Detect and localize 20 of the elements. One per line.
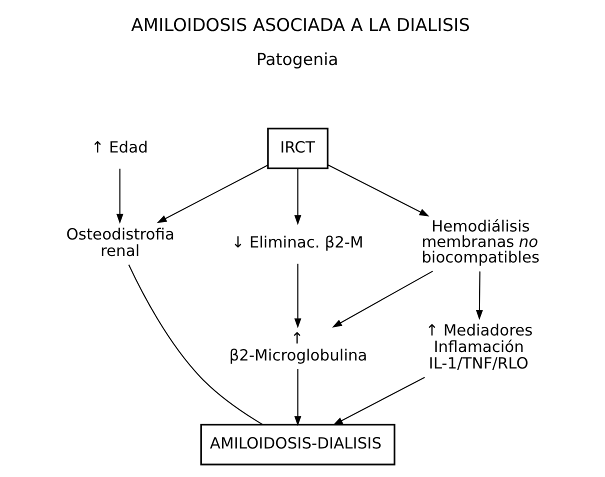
node-box: IRCT [267, 128, 328, 170]
node-text: ↑ β2-Microglobulina [229, 330, 368, 364]
node-text: ↑ Edad [91, 138, 148, 157]
arrow [116, 168, 124, 224]
arrow [294, 369, 302, 426]
diagram-title: AMILOIDOSIS ASOCIADA A LA DIALISIS [131, 16, 470, 36]
label: Patogenia [256, 50, 338, 69]
node-text: ↑ Mediadores Inflamación IL-1/TNF/RLO [425, 321, 533, 373]
arrow [476, 271, 483, 320]
arrow [328, 164, 430, 216]
arrow [332, 270, 433, 328]
node-text: ↓ Eliminac. β2-M [231, 234, 364, 252]
arrow [294, 168, 302, 226]
arrow [294, 264, 302, 328]
node-text: Osteodistrofia renal [66, 225, 174, 260]
node-box: AMILOIDOSIS-DIALISIS [200, 424, 396, 466]
node-text: Hemodiálisis membranas no biocompatibles [422, 218, 540, 266]
arrow [332, 376, 425, 426]
connector [128, 264, 263, 426]
arrow [156, 164, 268, 224]
